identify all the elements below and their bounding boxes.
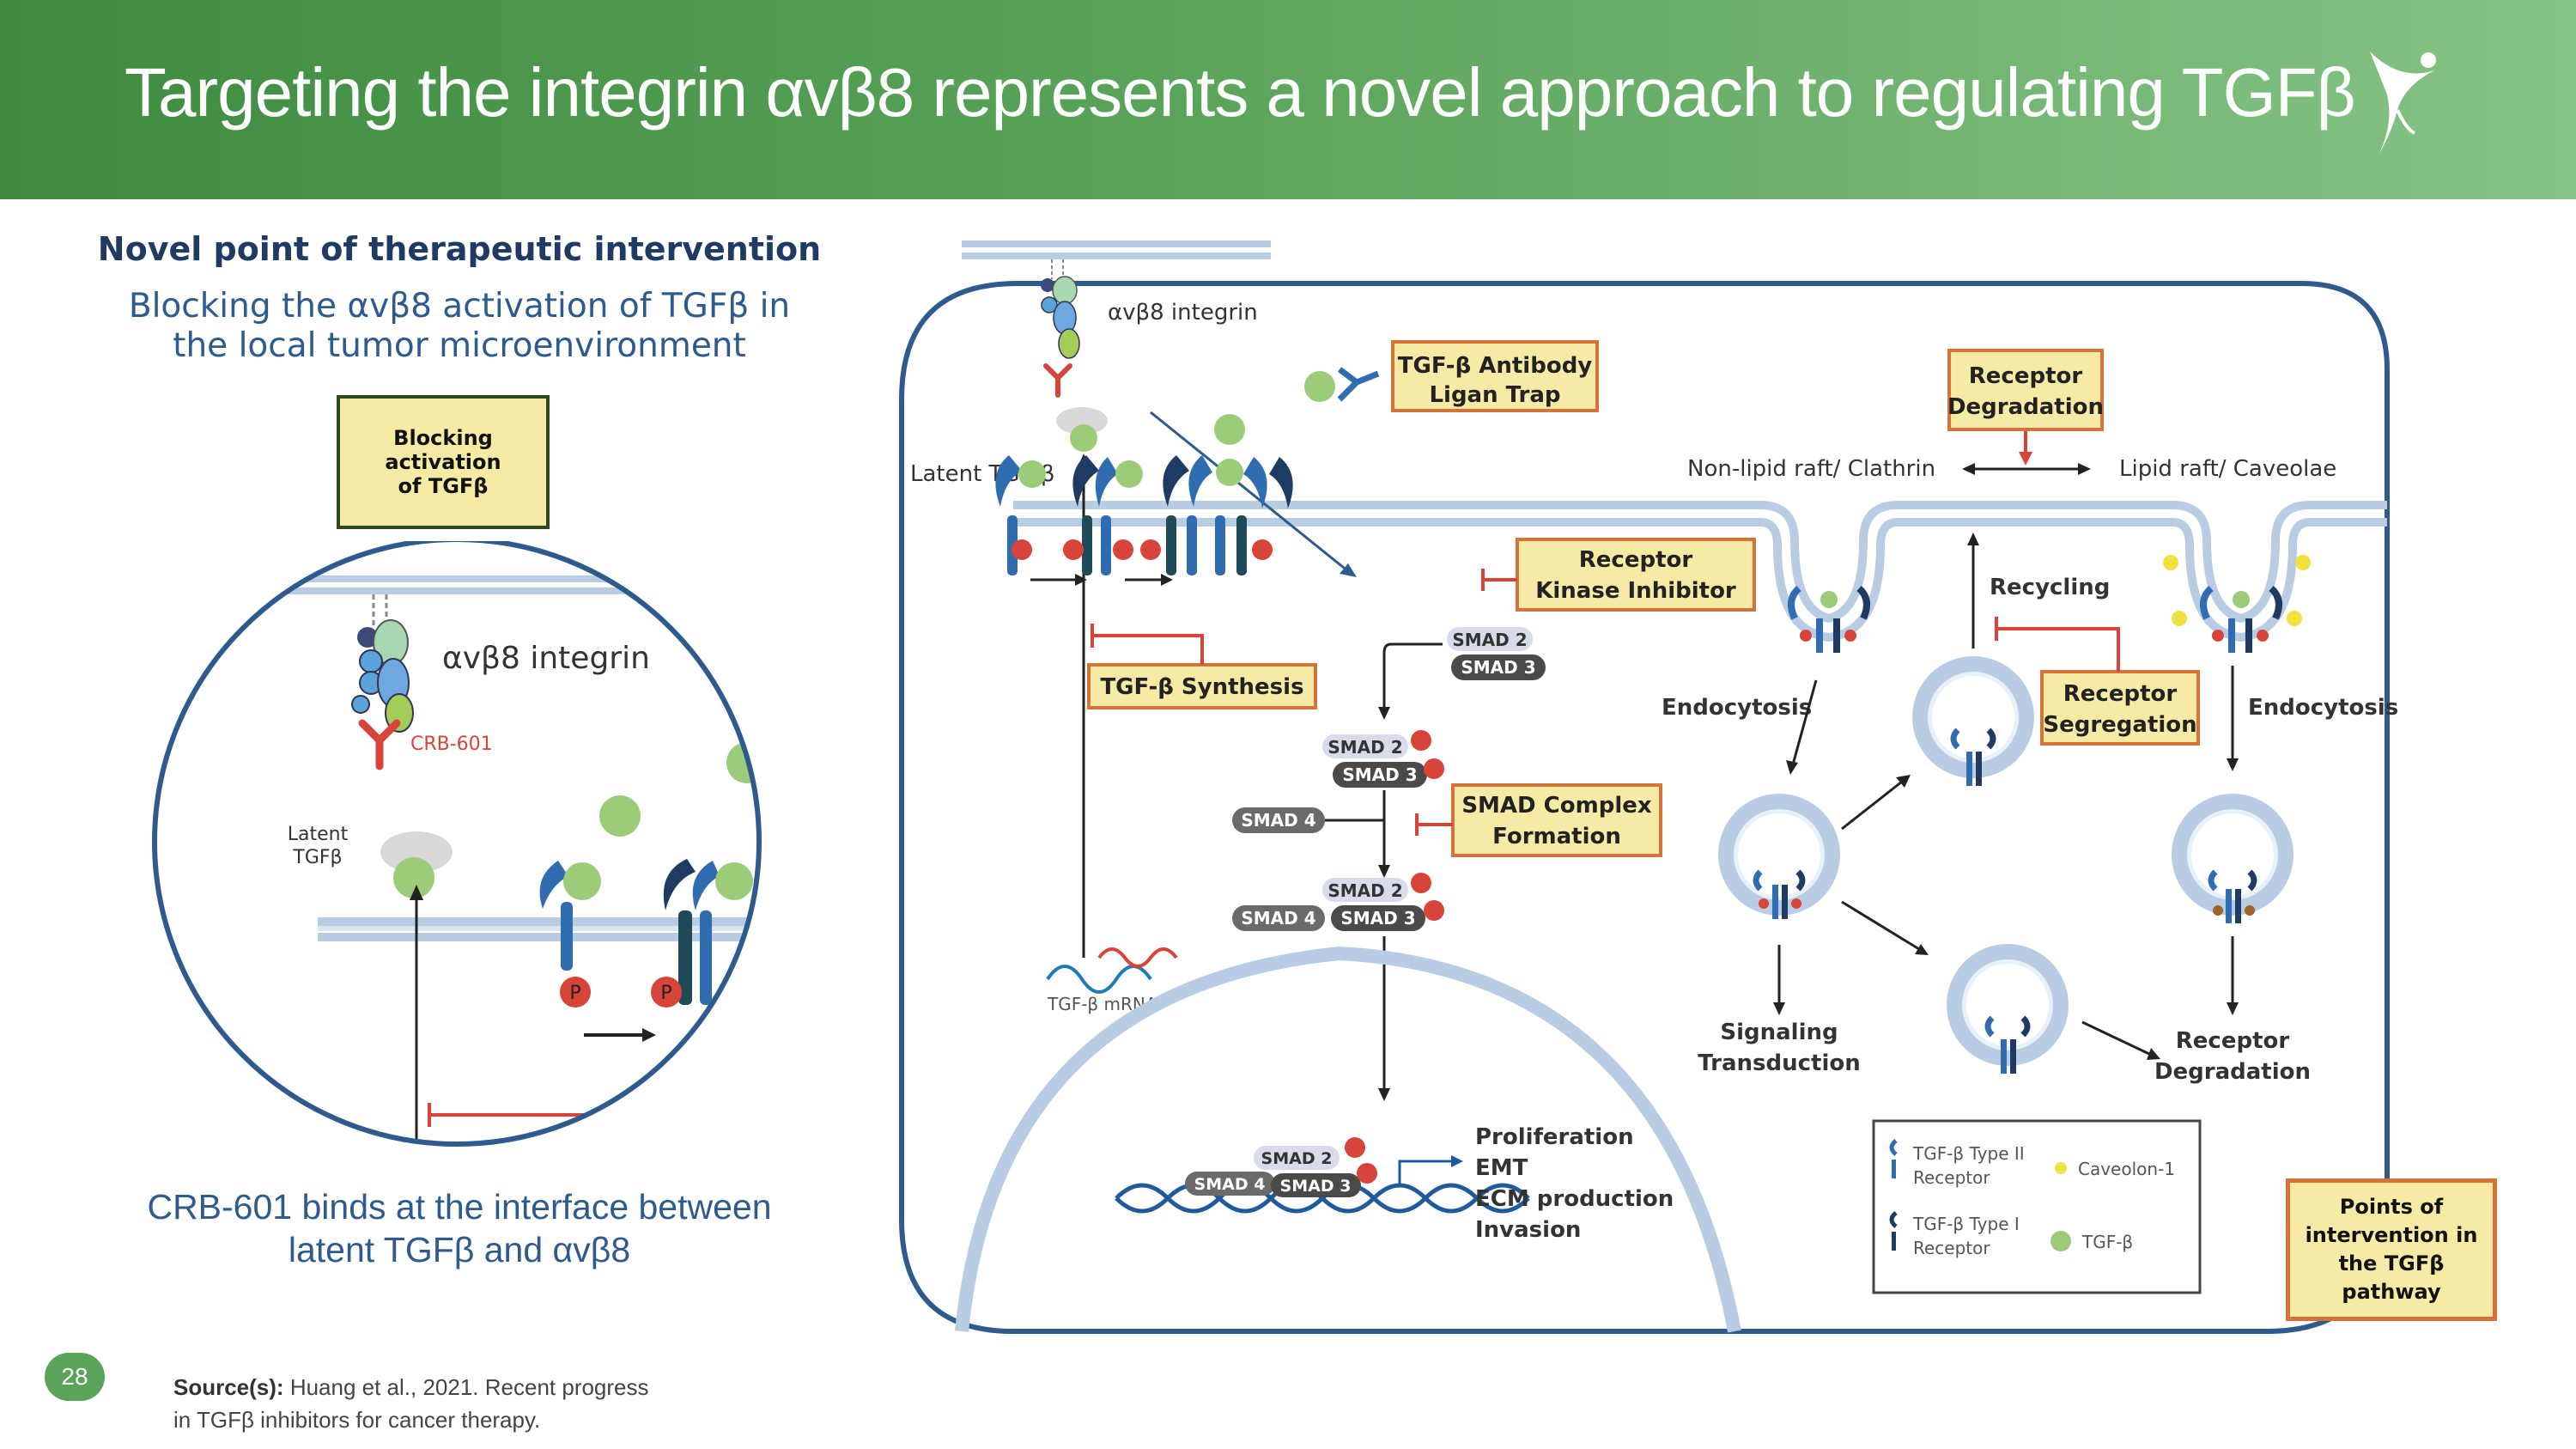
degradation-bottom-line1: Receptor	[2176, 1028, 2290, 1054]
points-line3: the TGFβ	[2338, 1251, 2445, 1275]
legend-type2-line2: Receptor	[1913, 1167, 1990, 1188]
smad-cascade: SMAD 2 SMAD 3 SMAD 2 SMAD 3 SMAD 4 SMAD …	[1232, 627, 1546, 1101]
degradation-bottom-line2: Degradation	[2154, 1059, 2311, 1085]
latent-label-line1: Latent	[288, 824, 349, 845]
plasma-membrane	[1013, 501, 2387, 642]
blocking-box-line2: of TGFβ	[398, 474, 489, 498]
antibody-box-line2: Ligan Trap	[1429, 382, 1560, 408]
smad2-mid: SMAD 2	[1327, 737, 1402, 758]
smad-complex-line2: Formation	[1492, 824, 1621, 849]
zoom-circle-diagram: CRB-601 αvβ8 integrin Latent TGFβ P P	[152, 541, 762, 1147]
antibody-box	[1391, 340, 1599, 412]
smad3-dna: SMAD 3	[1280, 1177, 1352, 1196]
kinase-inhibitor-box	[1516, 538, 1756, 612]
raft-right-label: Lipid raft/ Caveolae	[2119, 456, 2336, 482]
binds-caption-line1: CRB-601 binds at the interface between	[147, 1187, 772, 1227]
integrin-shape	[1041, 259, 1080, 398]
smad2-top: SMAD 2	[1452, 630, 1527, 650]
synthesis-box-label: TGF-β Synthesis	[1100, 674, 1303, 700]
smad2-low: SMAD 2	[1327, 880, 1402, 901]
smad3-top: SMAD 3	[1461, 657, 1535, 678]
phospho-left-1: P	[569, 983, 580, 1004]
smad4-low: SMAD 4	[1241, 908, 1315, 928]
outcome-3: ECM production	[1475, 1186, 1674, 1212]
kinase-box-line1: Receptor	[1579, 547, 1693, 573]
raft-left-label: Non-lipid raft/ Clathrin	[1687, 456, 1935, 482]
endocytosis-right-label: Endocytosis	[2248, 695, 2398, 721]
cell-outline	[899, 281, 2390, 1334]
smad-complex-box	[1451, 783, 1662, 857]
points-line1: Points of	[2339, 1195, 2444, 1219]
binds-caption-line2: latent TGFβ and αvβ8	[288, 1230, 631, 1269]
blocking-activation-box: Blocking activation of TGFβ	[337, 395, 550, 529]
pathway-legend: TGF-β Type II Receptor TGF-β Type I Rece…	[1872, 1119, 2202, 1294]
dna-helix: SMAD 4 SMAD 2 SMAD 3	[1115, 1137, 1530, 1214]
subheading-line1: Blocking the αvβ8 activation of TGFβ in	[128, 287, 791, 326]
clathrin-receptors	[1788, 585, 1870, 653]
caveolae-receptors	[2163, 555, 2311, 653]
source-label: Source(s):	[173, 1374, 284, 1400]
pathway-integrin-label: αvβ8 integrin	[1108, 300, 1258, 326]
person-figure-logo	[2370, 52, 2436, 155]
recycling-label: Recycling	[1990, 575, 2110, 600]
integrin-label: αvβ8 integrin	[442, 641, 650, 676]
tgfb-pathway-diagram: αvβ8 integrin Latent TGF-β TGF-β mRNA	[899, 240, 2398, 1334]
endosome-vesicles	[1718, 656, 2293, 1074]
signaling-line1: Signaling	[1720, 1020, 1838, 1045]
smad3-mid: SMAD 3	[1342, 764, 1417, 785]
page-number: 28	[45, 1353, 105, 1401]
receptor-degradation-top-line1: Receptor	[1969, 363, 2083, 389]
therapeutic-heading: Novel point of therapeutic intervention	[97, 230, 822, 268]
source-line1: Huang et al., 2021. Recent progress	[289, 1374, 649, 1400]
antibody-box-line1: TGF-β Antibody	[1398, 353, 1593, 379]
source-citation: Source(s): Huang et al., 2021. Recent pr…	[173, 1371, 649, 1436]
receptor-degradation-top-line2: Degradation	[1947, 394, 2104, 420]
receptor-complexes	[995, 455, 1293, 586]
kinase-box-line2: Kinase Inhibitor	[1535, 578, 1736, 604]
source-line2: in TGFβ inhibitors for cancer therapy.	[173, 1407, 541, 1433]
points-line2: intervention in	[2305, 1223, 2478, 1247]
legend-tgfb: TGF-β	[2081, 1232, 2133, 1252]
segregation-line2: Segregation	[2043, 712, 2196, 738]
legend-type2-line1: TGF-β Type II	[1912, 1143, 2025, 1164]
smad3-low: SMAD 3	[1340, 908, 1415, 928]
legend-caveolin: Caveolon-1	[2078, 1159, 2175, 1179]
smad4-dna: SMAD 4	[1194, 1175, 1266, 1194]
blocking-box-line1: Blocking activation	[385, 426, 501, 474]
smad4-mid: SMAD 4	[1241, 810, 1315, 831]
smad-complex-line1: SMAD Complex	[1461, 793, 1652, 819]
latent-label-line2: TGFβ	[292, 847, 342, 868]
top-membrane	[962, 240, 1271, 247]
phospho-left-2: P	[660, 983, 671, 1004]
signaling-line2: Transduction	[1698, 1050, 1860, 1076]
segregation-line1: Receptor	[2063, 681, 2178, 707]
smad2-dna: SMAD 2	[1261, 1149, 1333, 1168]
crb601-label: CRB-601	[410, 734, 493, 755]
outcome-2: EMT	[1475, 1155, 1528, 1181]
nucleus-membrane	[955, 946, 1741, 1333]
slide-title: Targeting the integrin αvβ8 represents a…	[125, 54, 2356, 131]
points-of-intervention-box: Points of intervention in the TGFβ pathw…	[2286, 1178, 2497, 1321]
outcome-4: Invasion	[1475, 1217, 1581, 1243]
legend-type1-line1: TGF-β Type I	[1912, 1214, 2020, 1234]
legend-type1-line2: Receptor	[1913, 1238, 1990, 1258]
title-banner: Targeting the integrin αvβ8 represents a…	[0, 0, 2576, 199]
receptor-degradation-top-box	[1947, 349, 2104, 431]
points-line4: pathway	[2342, 1280, 2441, 1304]
outcome-1: Proliferation	[1475, 1124, 1634, 1150]
endocytosis-left-label: Endocytosis	[1662, 695, 1812, 721]
subheading-line2: the local tumor microenvironment	[173, 326, 746, 365]
